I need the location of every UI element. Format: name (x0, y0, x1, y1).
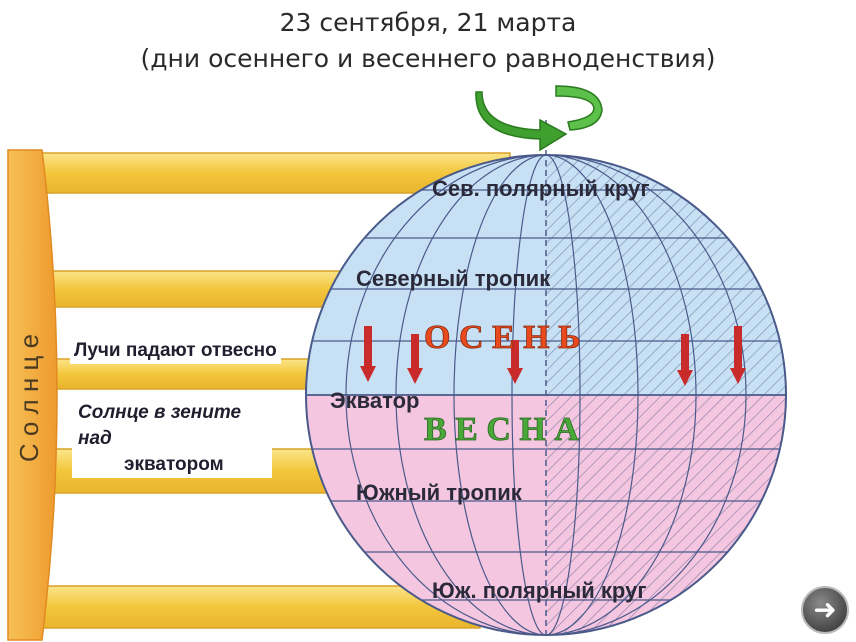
title-dates: 23 сентября, 21 марта (279, 8, 577, 37)
ray-band-2 (39, 270, 346, 308)
rotation-arrow-icon (475, 85, 603, 152)
next-arrow-icon: ➜ (813, 593, 837, 626)
next-button[interactable]: ➜ (801, 586, 849, 634)
label-tropic-south: Южный тропик (356, 480, 523, 505)
zenith-note-line1: Солнце в зените (78, 402, 242, 423)
ray-arrow-icon (507, 340, 523, 384)
zenith-note-line2: над (78, 428, 112, 449)
ray-arrow-icon (407, 334, 423, 384)
label-arctic-circle: Сев. полярный круг (432, 176, 650, 201)
label-antarctic-circle: Юж. полярный круг (432, 578, 646, 603)
sun-label: С о л н ц е (14, 334, 44, 462)
season-south: В Е С Н А (424, 411, 579, 448)
ray-arrows (360, 326, 746, 386)
ray-arrow-icon (677, 334, 693, 386)
zenith-note-line3: экватором (124, 454, 224, 475)
title-subtitle: (дни осеннего и весеннего равноденствия) (140, 44, 716, 73)
ray-arrow-icon (360, 326, 376, 382)
ray-arrow-icon (730, 326, 746, 384)
sun: С о л н ц е (7, 149, 58, 641)
ray-band-5 (39, 585, 481, 629)
zenith-note: Солнце в зените над экватором (72, 396, 272, 478)
season-north: О С Е Н Ь (424, 319, 581, 356)
label-tropic-north: Северный тропик (356, 266, 551, 291)
rays-note: Лучи падают отвесно (70, 338, 281, 364)
label-equator: Экватор (330, 388, 420, 413)
